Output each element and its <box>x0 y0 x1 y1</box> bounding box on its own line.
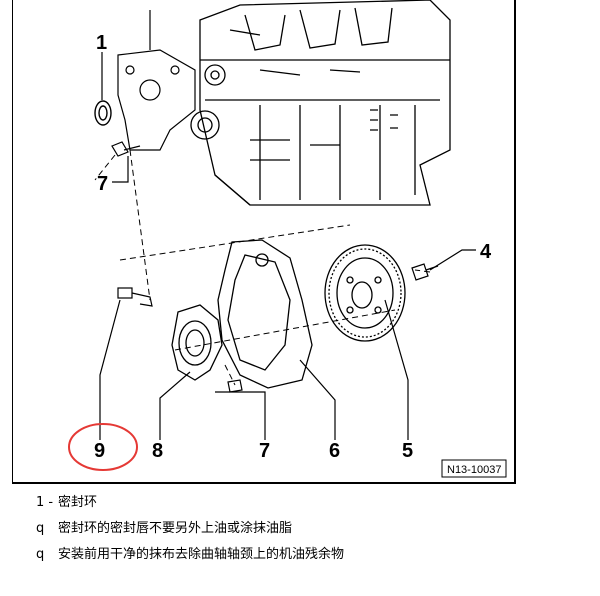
callout-7-lower: 7 <box>259 440 270 462</box>
intermediate-plate-part <box>217 239 313 389</box>
figure-code: N13-10037 <box>447 464 501 476</box>
callout-1: 1 <box>96 32 107 54</box>
bolt-lower <box>227 379 243 393</box>
figure-frame <box>12 0 516 484</box>
legend: 1 - 密封环 q 密封环的密封唇不要另外上油或涂抹油脂 q 安装前用干净的抹布… <box>36 494 576 572</box>
callout-7-upper: 7 <box>97 173 108 195</box>
front-bracket <box>117 10 196 151</box>
legend-item-text: 密封环 <box>58 495 98 510</box>
exploded-view-diagram: 1 7 4 5 6 7 8 9 N13-10037 <box>68 0 507 478</box>
legend-note-text: 密封环的密封唇不要另外上油或涂抹油脂 <box>58 521 293 536</box>
bullet-marker: q <box>36 547 45 562</box>
legend-note-text: 安装前用干净的抹布去除曲轴轴颈上的机油残余物 <box>58 547 345 562</box>
legend-item-number: 1 - <box>36 495 54 510</box>
callout-9: 9 <box>94 440 105 462</box>
callout-4: 4 <box>480 241 492 263</box>
seal-ring-part <box>94 100 112 126</box>
figure-code-box <box>441 459 507 478</box>
leader-lines <box>99 52 476 440</box>
bolt-upper <box>111 141 141 157</box>
legend-row-2: q 密封环的密封唇不要另外上油或涂抹油脂 <box>36 520 576 546</box>
highlight-circle <box>68 423 138 471</box>
flywheel-part <box>324 244 406 342</box>
alignment-lines <box>94 149 431 386</box>
bullet-marker: q <box>36 521 45 536</box>
engine-block <box>190 0 451 206</box>
seal-flange-part <box>171 304 223 381</box>
legend-row-1: 1 - 密封环 <box>36 494 576 520</box>
legend-row-3: q 安装前用干净的抹布去除曲轴轴颈上的机油残余物 <box>36 546 576 572</box>
callout-8: 8 <box>152 440 163 462</box>
bolt-flywheel <box>411 263 439 281</box>
callout-5: 5 <box>402 440 413 462</box>
sensor-part <box>117 287 153 307</box>
callout-6: 6 <box>329 440 340 462</box>
